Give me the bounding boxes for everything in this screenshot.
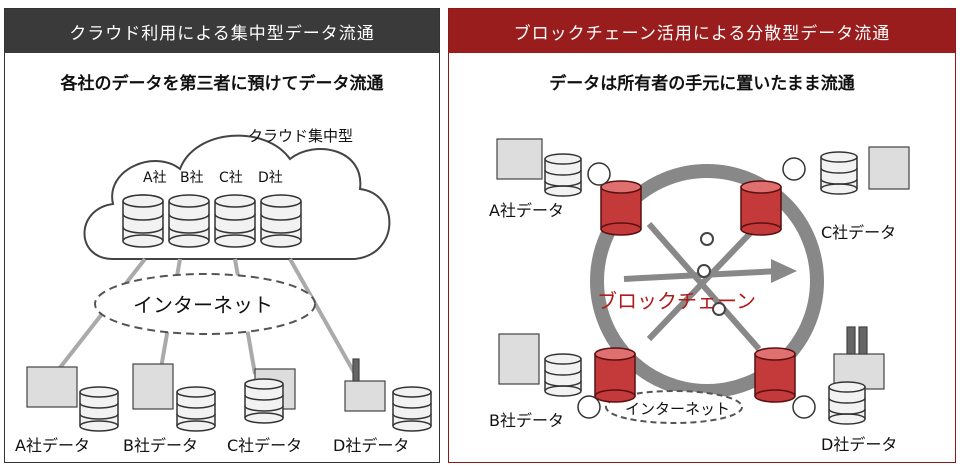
- left-company-a-label: A社データ: [15, 436, 90, 455]
- cloud-company-c: C社: [219, 170, 243, 186]
- blockchain-panel-header: ブロックチェーン活用による分散型データ流通: [449, 9, 955, 53]
- blockchain-arrow-head: [771, 259, 797, 283]
- left-internet-label: インターネット: [133, 293, 273, 317]
- lock-icon-group: [577, 157, 816, 419]
- left-company-d-label: D社データ: [333, 436, 410, 455]
- lock-icon: [587, 162, 611, 186]
- right-company-d-label: D社データ: [821, 435, 898, 454]
- left-company-c-label: C社データ: [227, 436, 303, 455]
- ledger-group: [594, 180, 796, 403]
- company-icons: [26, 358, 386, 412]
- right-company-b-label: B社データ: [489, 411, 564, 430]
- cloud-panel-header: クラウド利用による集中型データ流通: [5, 9, 439, 53]
- cloud-label: クラウド集中型: [248, 127, 354, 145]
- company-db-group: [79, 378, 432, 432]
- blockchain-ring: [590, 164, 824, 398]
- blockchain-nodes: [697, 232, 726, 316]
- right-internet-ellipse: [605, 390, 743, 424]
- blockchain-panel: ブロックチェーン活用による分散型データ流通 データは所有者の手元に置いたまま流通: [448, 8, 956, 463]
- right-company-a-label: A社データ: [489, 201, 564, 220]
- lock-icon: [792, 395, 816, 419]
- cloud-company-b: B社: [180, 170, 204, 186]
- internet-ellipse: [94, 273, 316, 335]
- blockchain-label: ブロックチェーン: [597, 289, 756, 313]
- cloud-db-group: [122, 194, 302, 248]
- right-company-c-label: C社データ: [821, 223, 897, 242]
- left-company-b-label: B社データ: [123, 436, 198, 455]
- blockchain-panel-subtitle: データは所有者の手元に置いたまま流通: [549, 74, 855, 94]
- lock-icon: [782, 157, 806, 181]
- cloud-diagram: [26, 134, 432, 432]
- blockchain-diagram: [496, 138, 910, 425]
- cloud-panel: クラウド利用による集中型データ流通 各社のデータを第三者に預けてデータ流通: [4, 8, 440, 463]
- lock-icon: [577, 395, 601, 419]
- cloud-panel-subtitle: 各社のデータを第三者に預けてデータ流通: [60, 74, 384, 94]
- cloud-company-d: D社: [258, 170, 283, 186]
- right-company-db-group: [544, 151, 866, 425]
- cloud-company-a: A社: [143, 170, 167, 186]
- right-internet-label: インターネット: [625, 400, 731, 418]
